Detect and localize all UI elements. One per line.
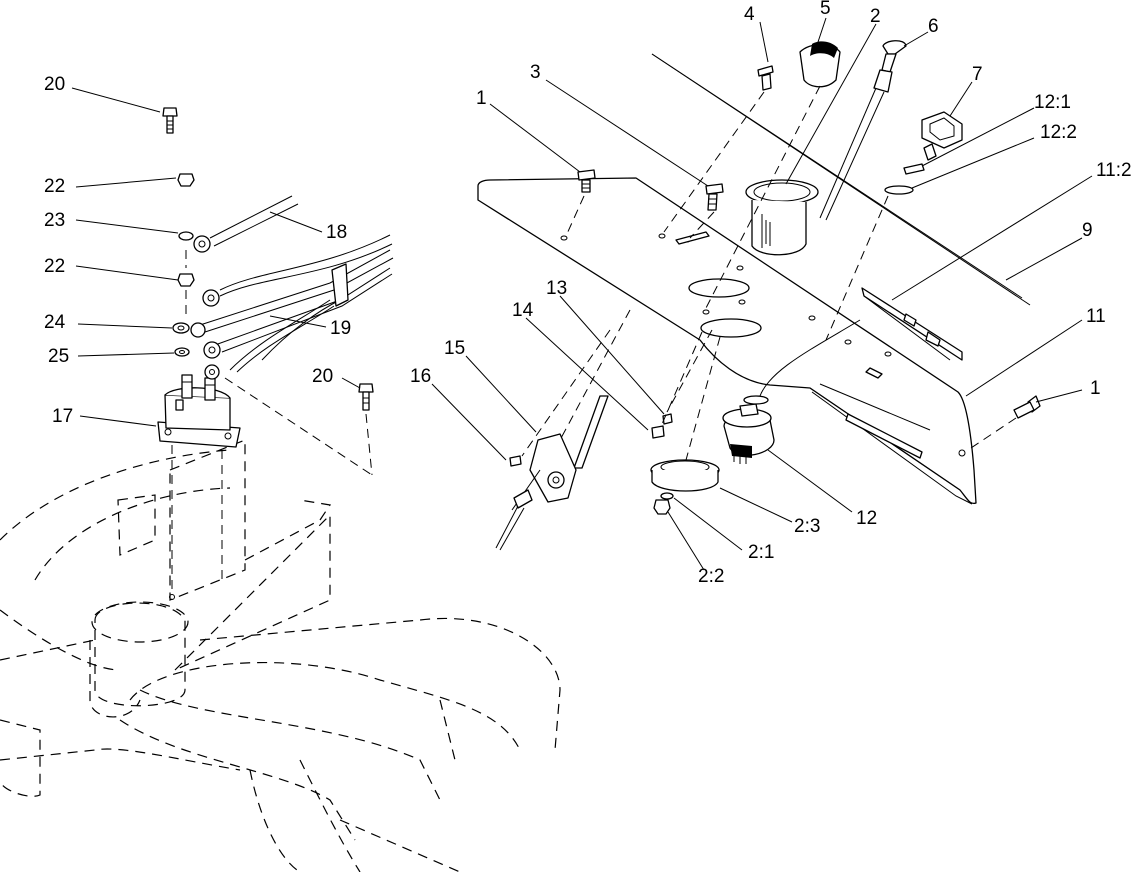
callout-16: 16 [410, 366, 431, 387]
callout-18: 18 [326, 222, 347, 243]
callout-2: 2 [870, 6, 881, 27]
callout-12-1: 12:1 [1034, 92, 1071, 113]
callout-15: 15 [444, 338, 465, 359]
nut-22-mid [177, 273, 195, 287]
control-panel-11 [477, 177, 977, 505]
callout-24: 24 [44, 312, 66, 333]
callout-2-3: 2:3 [794, 516, 820, 537]
callout-1-right: 1 [1090, 378, 1101, 399]
solenoid-17 [157, 374, 241, 448]
leader-lines [71, 17, 1093, 571]
ignition-switch-12 [722, 395, 775, 464]
alignment-lines-right [521, 85, 1017, 461]
throttle-lever-15 [495, 395, 609, 551]
washer-2-1 [660, 492, 674, 500]
callout-22-top: 22 [44, 176, 65, 197]
cable-18 [193, 195, 299, 253]
callout-11-2: 11:2 [1096, 160, 1132, 181]
callout-3: 3 [530, 62, 541, 83]
part-16 [509, 455, 522, 467]
bezel-2-3 [650, 459, 720, 492]
callout-4: 4 [744, 4, 755, 25]
callout-25: 25 [48, 346, 69, 367]
callout-12-2: 12:2 [1040, 122, 1077, 143]
callout-11: 11 [1086, 306, 1106, 327]
part-12-1 [903, 163, 925, 175]
nut-2-2 [653, 499, 671, 515]
callout-1-left: 1 [476, 88, 487, 109]
knob-5 [799, 41, 841, 88]
washer-25 [174, 347, 190, 357]
callout-labels: 20 22 23 22 24 25 17 18 19 20 16 15 14 1… [44, 0, 1132, 587]
bolt-20-top [162, 107, 178, 134]
callout-5: 5 [820, 0, 831, 19]
bolt-1-right [1013, 395, 1041, 419]
callout-17: 17 [52, 406, 73, 427]
callout-22-mid: 22 [44, 256, 65, 277]
part-12-2 [884, 185, 914, 195]
washer-23 [178, 231, 194, 241]
washer-24 [172, 322, 190, 334]
key-switch-2 [745, 179, 819, 256]
callout-2-2: 2:2 [698, 566, 724, 587]
alignment-lines-left [169, 250, 373, 600]
callout-20-top: 20 [44, 74, 65, 95]
bolt-3 [705, 183, 724, 211]
callout-14: 14 [512, 300, 534, 321]
part-14 [651, 425, 665, 439]
callout-7: 7 [972, 64, 983, 85]
choke-cable-6 [819, 40, 907, 221]
callout-9: 9 [1082, 220, 1093, 241]
callout-13: 13 [546, 278, 567, 299]
callout-20-mid: 20 [312, 366, 333, 387]
nut-22-top [177, 173, 195, 187]
callout-2-1: 2:1 [748, 542, 774, 563]
indicator-7 [921, 111, 963, 161]
callout-6: 6 [928, 16, 939, 37]
callout-19: 19 [330, 318, 351, 339]
wire-harness-19 [190, 234, 394, 380]
frame-phantom [0, 439, 561, 872]
bolt-1-left [577, 169, 596, 193]
bolt-20-mid [358, 383, 374, 411]
callout-23: 23 [44, 210, 65, 231]
screw-4 [757, 65, 774, 91]
callout-12: 12 [856, 508, 877, 529]
